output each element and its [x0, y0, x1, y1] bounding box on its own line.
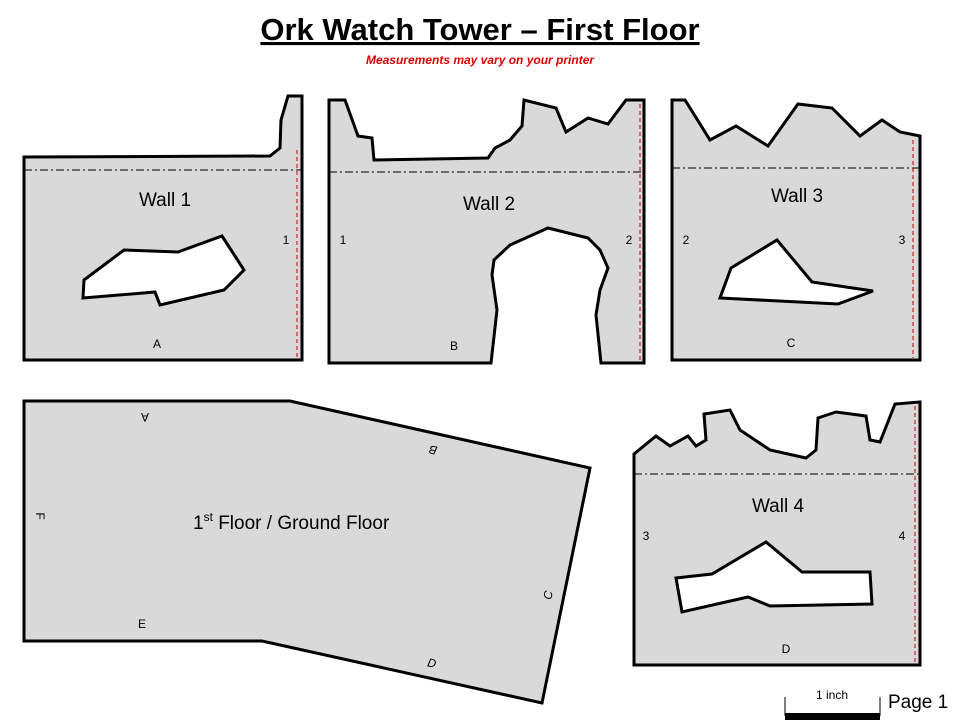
wall-label: Wall 4	[752, 496, 805, 517]
right-edge-label: 4	[899, 529, 906, 543]
floor-piece: 1st Floor / Ground Floor A B C D E F	[22, 399, 592, 705]
page-number: Page 1	[888, 692, 948, 713]
window-cutout	[674, 540, 874, 614]
wall-1: Wall 1 1 A	[22, 94, 304, 362]
right-edge-label: 3	[899, 233, 906, 247]
left-edge-label: 1	[340, 233, 347, 247]
floor-label: 1st Floor / Ground Floor	[193, 510, 390, 534]
wall-label: Wall 2	[463, 194, 515, 215]
edge-label-c: C	[540, 589, 556, 601]
edge-label-f: F	[33, 512, 47, 519]
wall-3: Wall 3 2 3 C	[670, 98, 922, 362]
window-cutout	[81, 234, 246, 307]
page-title: Ork Watch Tower – First Floor	[260, 12, 699, 47]
wall-4: Wall 4 3 4 D	[632, 400, 922, 667]
bottom-edge-label: D	[782, 642, 791, 656]
left-edge-label: 2	[683, 233, 690, 247]
edge-label-a: A	[141, 410, 149, 424]
scale-label: 1 inch	[816, 688, 848, 702]
edge-label-e: E	[138, 617, 146, 631]
edge-label-b: B	[428, 442, 439, 457]
right-edge-label: 2	[626, 233, 633, 247]
scale-bar: 1 inch	[784, 688, 881, 720]
left-edge-label: 3	[643, 529, 650, 543]
page-subtitle: Measurements may vary on your printer	[366, 53, 595, 67]
wall-2: Wall 2 1 2 B	[327, 98, 646, 365]
window-cutout	[717, 238, 874, 306]
bottom-edge-label: A	[153, 337, 161, 351]
wall-label: Wall 1	[139, 190, 191, 211]
edge-label-d: D	[426, 655, 438, 671]
right-edge-label: 1	[283, 233, 290, 247]
bottom-edge-label: C	[787, 336, 796, 350]
wall-label: Wall 3	[771, 186, 823, 207]
bottom-edge-label: B	[450, 339, 458, 353]
